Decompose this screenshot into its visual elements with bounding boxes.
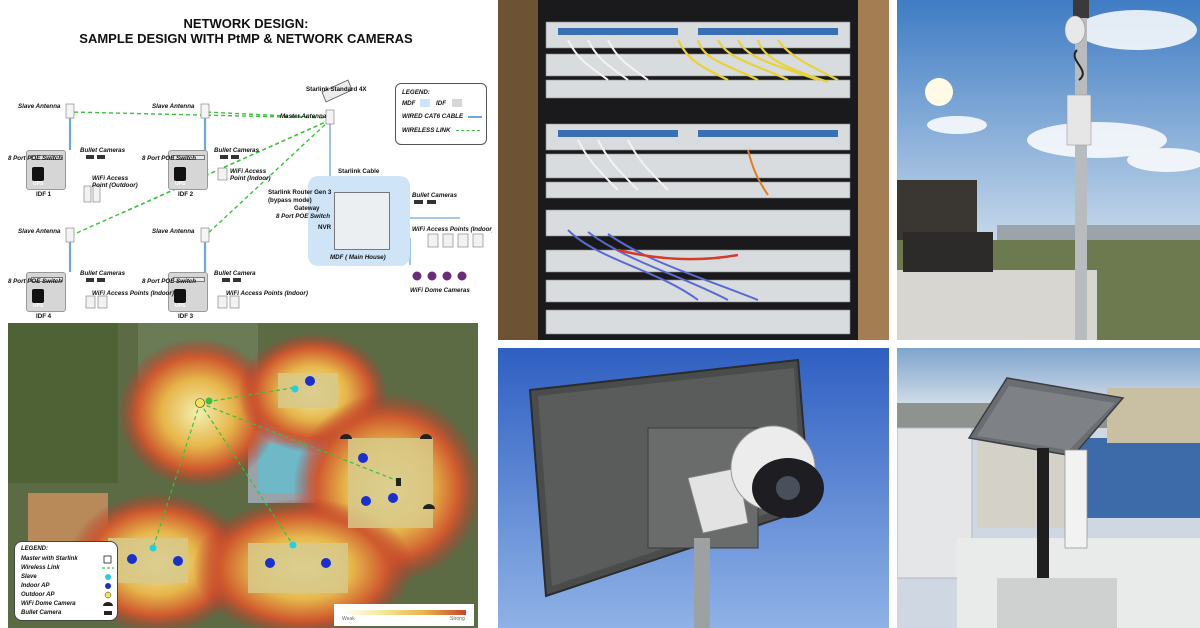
label-mdf-poe-switch: 8 Port POE Switch [276, 213, 330, 220]
label-bypass: (bypass mode) [268, 197, 312, 204]
label-slave-antenna-1: Slave Antenna [18, 103, 61, 110]
label-router: Starlink Router Gen 3 [268, 189, 332, 196]
diagram-title-line1: NETWORK DESIGN: [183, 16, 309, 31]
label-idf3: IDF 3 [178, 313, 194, 320]
label-poe-switch-2: 8 Port POE Switch [142, 155, 196, 162]
idf3-box [168, 272, 208, 312]
legend-idf-swatch [452, 99, 462, 107]
solar-illustration [897, 348, 1200, 628]
scale-weak: Weak [342, 616, 355, 622]
solar-panel-ap-photo [897, 348, 1200, 628]
idf2-box [168, 150, 208, 190]
label-poe-switch-3: 8 Port POE Switch [142, 278, 196, 285]
legend-title: LEGEND: [402, 89, 430, 96]
heatmap-legend-bullet: Bullet Camera [21, 610, 62, 616]
mast-illustration [897, 0, 1200, 340]
label-ups-4: UPS [33, 303, 44, 309]
heatmap-legend-indoor-ap: Indoor AP [21, 583, 50, 589]
label-mdf-bullet-cameras: Bullet Cameras [412, 192, 458, 199]
label-idf2: IDF 2 [178, 191, 194, 198]
label-mdf-wifi-aps: WiFi Access Points (Indoor) [412, 226, 492, 233]
rack-illustration [498, 0, 889, 340]
legend-idf-label: IDF [436, 100, 446, 107]
label-wifi-ap-outdoor: WiFi Access Point (Outdoor) [92, 175, 138, 189]
coverage-heatmap: LEGEND: Master with Starlink Wireless Li… [8, 323, 478, 628]
network-rack-photo [498, 0, 889, 340]
antenna-mast-photo [897, 0, 1200, 340]
heatmap-legend-dome: WiFi Dome Camera [21, 601, 76, 607]
idf1-box [26, 150, 66, 190]
diagram-legend: LEGEND: MDF IDF WIRED CAT6 CABLE WIRELES… [395, 83, 487, 145]
label-slave-antenna-3: Slave Antenna [18, 228, 61, 235]
legend-mdf-swatch [420, 99, 430, 107]
label-ups-3: UPS [175, 303, 186, 309]
label-bullet-cameras-2: Bullet Cameras [214, 147, 260, 154]
label-wifi-aps-indoor-2: WiFi Access Points (Indoor) [226, 290, 308, 297]
heatmap-legend-title: LEGEND: [21, 546, 48, 552]
label-slave-antenna-2: Slave Antenna [152, 103, 195, 110]
label-bullet-cameras-1: Bullet Cameras [80, 147, 126, 154]
mdf-box [308, 176, 410, 266]
label-slave-antenna-4: Slave Antenna [152, 228, 195, 235]
label-master-antenna: Master Antenna [280, 113, 327, 120]
network-diagram: NETWORK DESIGN: SAMPLE DESIGN WITH PtMP … [0, 0, 492, 322]
label-dome-cameras: WiFi Dome Cameras [410, 287, 470, 294]
ptz-camera-solar-photo [498, 348, 889, 628]
label-poe-switch-1: 8 Port POE Switch [8, 155, 62, 162]
legend-wired-line [468, 116, 482, 118]
signal-scale-bar [342, 610, 466, 615]
label-poe-switch-4: 8 Port POE Switch [8, 278, 62, 285]
legend-wireless-line [456, 130, 480, 131]
diagram-links [65, 79, 484, 309]
diagram-title-line2: SAMPLE DESIGN WITH PtMP & NETWORK CAMERA… [79, 31, 413, 46]
legend-mdf-label: MDF [402, 100, 416, 107]
legend-wireless-label: WIRELESS LINK [402, 127, 451, 134]
label-gateway: Gateway [294, 205, 320, 212]
label-idf1: IDF 1 [36, 191, 52, 198]
label-ups-1: UPS [33, 181, 44, 187]
heatmap-legend-slave: Slave [21, 574, 37, 580]
label-ups-2: UPS [175, 181, 186, 187]
heatmap-legend-symbols [102, 555, 114, 615]
ptz-illustration [498, 348, 889, 628]
label-wifi-ap-indoor: WiFi Access Point (Indoor) [230, 168, 271, 182]
idf4-box [26, 272, 66, 312]
label-bullet-cameras-3: Bullet Cameras [80, 270, 126, 277]
heatmap-legend-master: Master with Starlink [21, 556, 78, 562]
label-nvr: NVR [318, 224, 332, 231]
scale-strong: Strong [450, 616, 465, 622]
label-mdf: MDF ( Main House) [330, 254, 386, 261]
heatmap-legend-outdoor-ap: Outdoor AP [21, 592, 55, 598]
label-starlink-cable: Starlink Cable [338, 168, 380, 175]
heatmap-legend-wireless: Wireless Link [21, 565, 60, 571]
label-starlink: Starlink Standard 4X [306, 86, 367, 93]
label-bullet-camera-4: Bullet Camera [214, 270, 256, 277]
label-idf4: IDF 4 [36, 313, 52, 320]
heatmap-legend: LEGEND: Master with Starlink Wireless Li… [14, 541, 118, 621]
legend-wired-label: WIRED CAT6 CABLE [402, 113, 464, 120]
label-wifi-aps-indoor-1: WiFi Access Points (Indoor) [92, 290, 174, 297]
signal-scale: Weak Strong [334, 604, 474, 626]
